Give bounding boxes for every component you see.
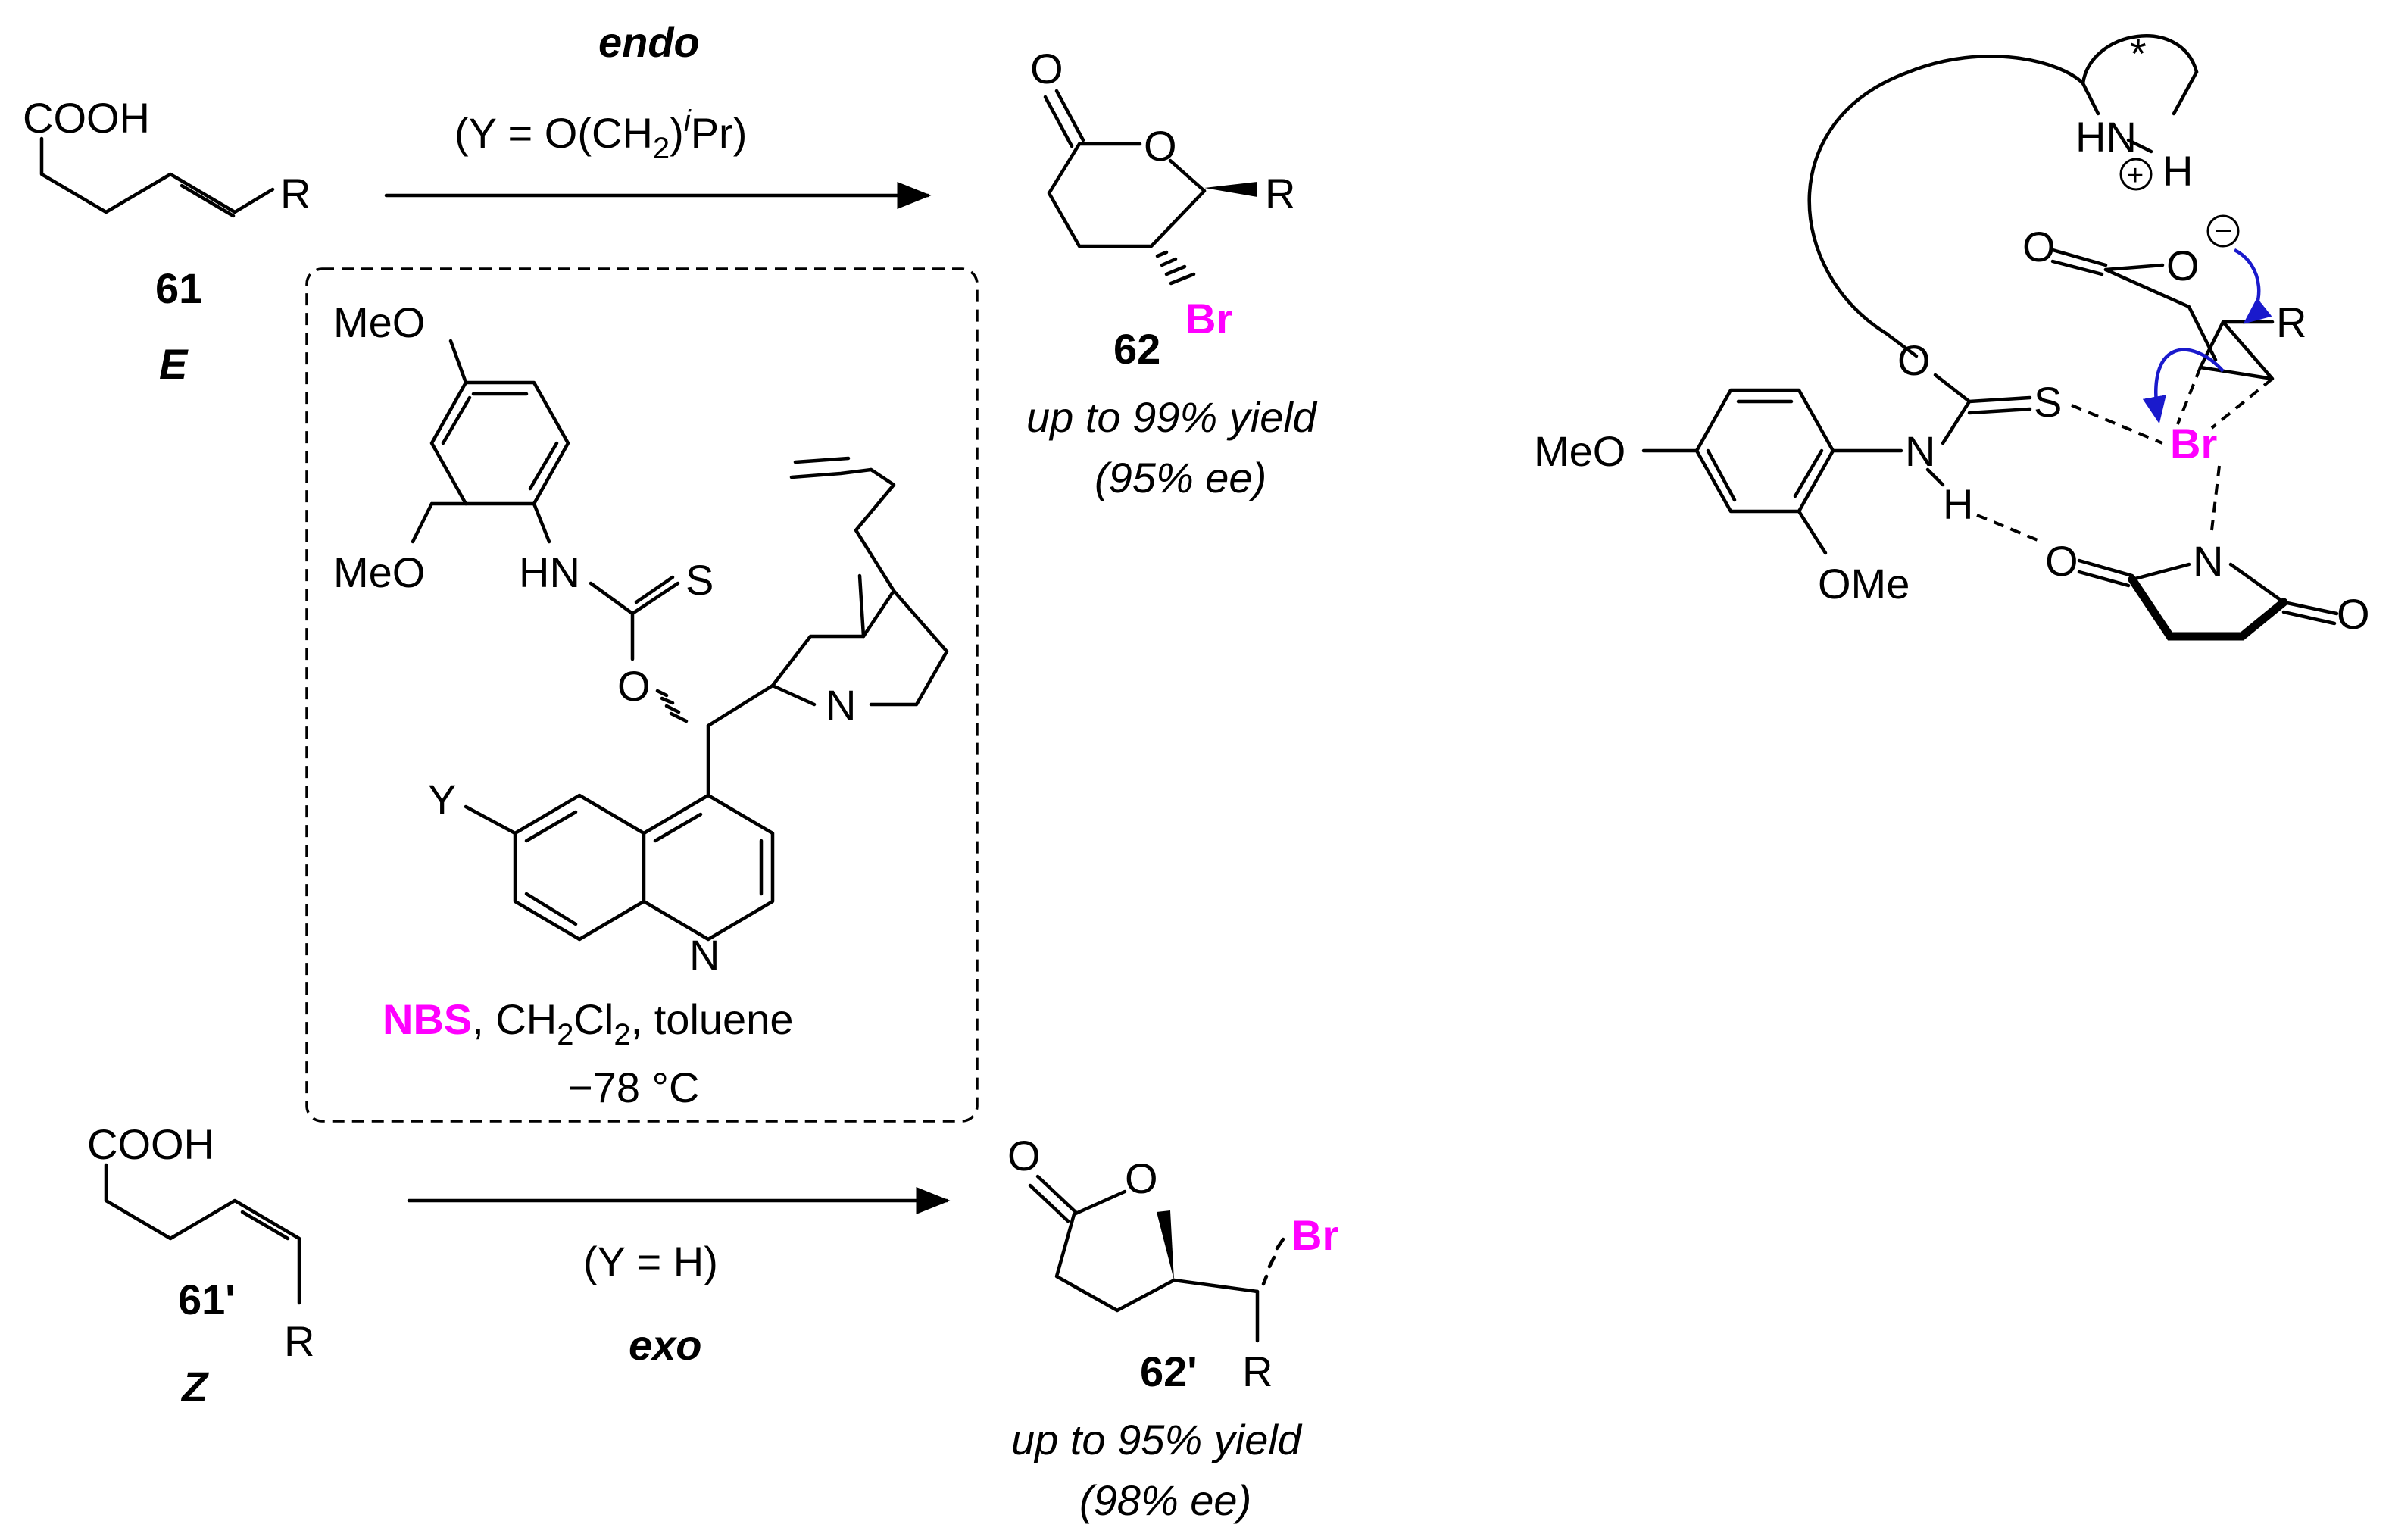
carbonyl-o: O bbox=[1030, 45, 1063, 92]
substrate-61prime: COOH R 61' Z bbox=[87, 1120, 314, 1410]
temperature: −78 °C bbox=[568, 1064, 699, 1111]
geometry-e: E bbox=[159, 340, 189, 388]
meo-side: MeO bbox=[333, 548, 425, 596]
compound-number-62: 62 bbox=[1113, 325, 1160, 373]
chiral-star: * bbox=[2130, 30, 2147, 77]
compound-number-61: 61 bbox=[155, 264, 202, 312]
ts-succ-o2: O bbox=[2337, 590, 2370, 638]
catalyst-y: Y bbox=[428, 776, 456, 823]
ts-carbonyl-o: O bbox=[2022, 223, 2056, 270]
yield-62prime: up to 95% yield bbox=[1011, 1416, 1303, 1463]
ts-nh: H bbox=[1943, 480, 1973, 528]
backbone-arc bbox=[1807, 55, 2085, 336]
ts-succ-o: O bbox=[2045, 537, 2078, 585]
ee-62: (95% ee) bbox=[1095, 454, 1266, 501]
quinoline-n: N bbox=[689, 931, 720, 979]
dashed-box bbox=[305, 267, 979, 1123]
cooh-label: COOH bbox=[23, 94, 150, 142]
product-br: Br bbox=[1185, 295, 1232, 342]
compound-number-62prime: 62' bbox=[1140, 1348, 1198, 1395]
ts-ester-o: O bbox=[1897, 336, 1931, 384]
yield-62: up to 99% yield bbox=[1026, 393, 1318, 441]
product-62: O O R Br 62 up to 99% yield (95% ee) bbox=[1026, 45, 1318, 501]
product-br-2: Br bbox=[1291, 1211, 1338, 1259]
ts-succ-n: N bbox=[2193, 537, 2223, 585]
catalyst-hn: HN bbox=[519, 548, 580, 596]
geometry-z: Z bbox=[180, 1363, 209, 1410]
product-r-2: R bbox=[1242, 1348, 1273, 1395]
r-label: R bbox=[280, 170, 311, 217]
cooh-label-2: COOH bbox=[87, 1120, 214, 1168]
transition-state: * HN H + O O − R Br O S N H bbox=[1534, 30, 2370, 641]
ts-r: R bbox=[2276, 298, 2306, 346]
ts-nh-h: H bbox=[2162, 147, 2193, 195]
compound-number-61prime: 61' bbox=[178, 1276, 236, 1323]
substrate-61: COOH R 61 E bbox=[23, 94, 311, 388]
ts-hn: HN bbox=[2075, 113, 2137, 161]
ts-o-minus: O bbox=[2166, 242, 2200, 289]
ts-n: N bbox=[1905, 427, 1935, 475]
ring-o-2: O bbox=[1125, 1154, 1158, 1202]
r-label-2: R bbox=[284, 1317, 314, 1365]
top-condition-y: (Y = O(CH2)iPr) bbox=[454, 105, 747, 165]
top-reaction: COOH R 61 E endo (Y = O(CH2)iPr) O O R B… bbox=[23, 18, 1318, 501]
bottom-reaction: COOH R 61' Z (Y = H) exo O O Br R 62' up… bbox=[87, 1120, 1338, 1524]
ts-ome: OMe bbox=[1818, 560, 1910, 608]
product-62prime: O O Br R 62' up to 95% yield (98% ee) bbox=[1007, 1132, 1338, 1524]
meo-top: MeO bbox=[333, 298, 425, 346]
catalyst-s: S bbox=[685, 556, 714, 604]
ts-s: S bbox=[2034, 378, 2062, 426]
ts-meo: MeO bbox=[1534, 427, 1625, 475]
bottom-condition-y: (Y = H) bbox=[583, 1238, 718, 1285]
endo-label: endo bbox=[598, 18, 700, 66]
quinuclidine-n: N bbox=[826, 681, 856, 729]
ee-62prime: (98% ee) bbox=[1079, 1476, 1251, 1524]
catalyst-box: MeO MeO HN S O N Y N NBS, CH2Cl bbox=[305, 267, 979, 1123]
ts-minus: − bbox=[2215, 214, 2232, 248]
product-r: R bbox=[1265, 170, 1295, 217]
catalyst-o: O bbox=[617, 662, 651, 710]
ts-br: Br bbox=[2170, 420, 2217, 467]
exo-label: exo bbox=[629, 1321, 702, 1369]
reagents-line: NBS, CH2Cl2, toluene bbox=[383, 995, 793, 1051]
carbonyl-o-2: O bbox=[1007, 1132, 1041, 1179]
ts-plus: + bbox=[2127, 160, 2144, 192]
